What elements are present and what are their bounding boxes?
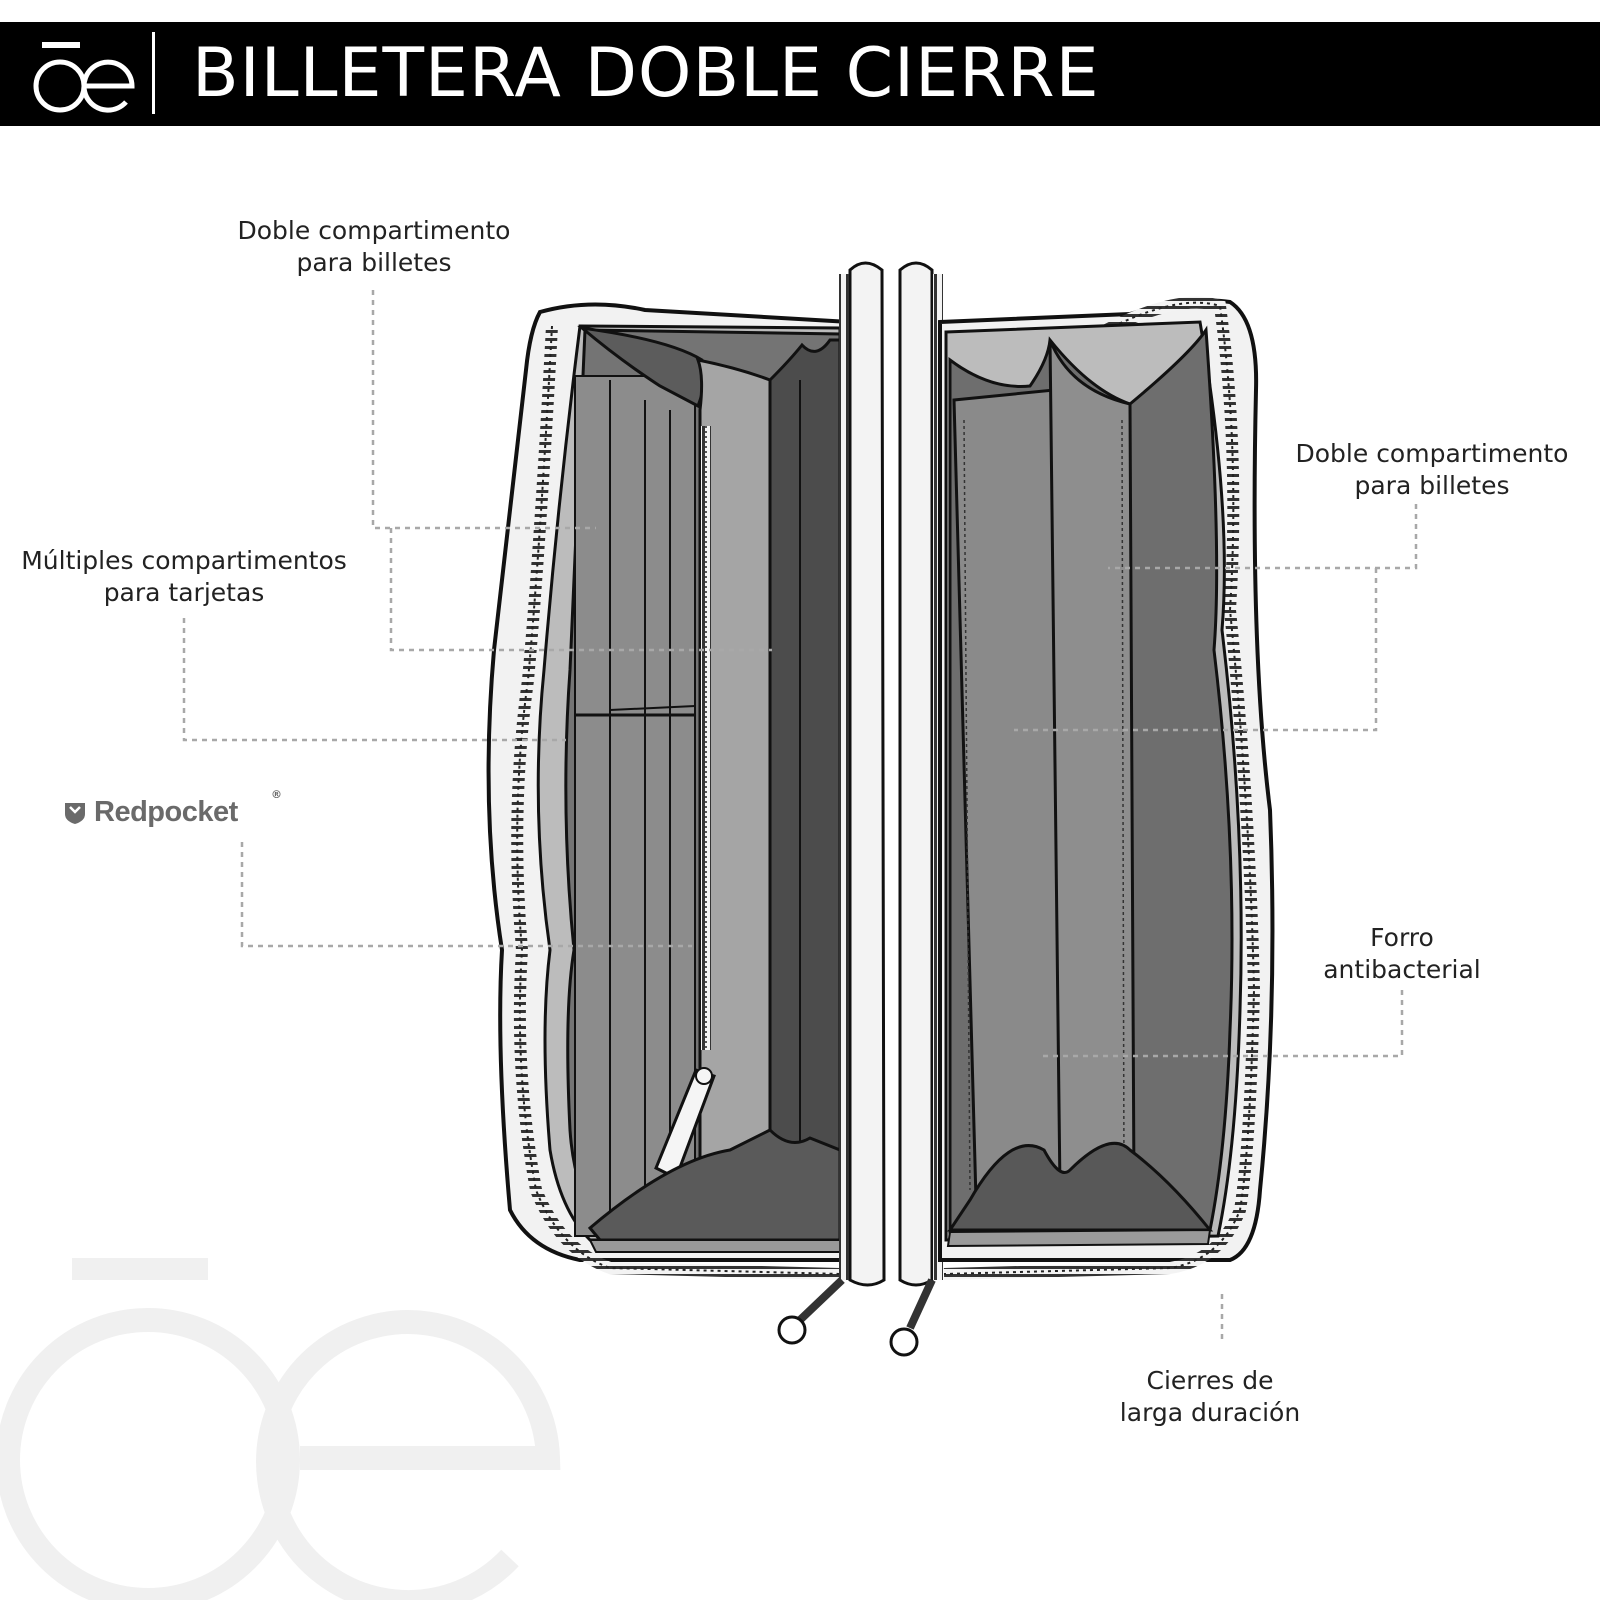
oe-watermark-logo bbox=[0, 1258, 561, 1600]
shield-icon bbox=[65, 803, 85, 824]
callout-zippers-line1: Cierres de bbox=[1146, 1366, 1274, 1395]
callout-cards-line2: para tarjetas bbox=[103, 578, 265, 607]
registered-mark: ® bbox=[271, 788, 282, 801]
page-title: BILLETERA DOBLE CIERRE bbox=[192, 34, 1100, 113]
callout-lining-line1: Forro bbox=[1370, 923, 1434, 952]
callout-bills-right: Doble compartimento para billetes bbox=[1284, 438, 1580, 502]
callout-bills-right-line2: para billetes bbox=[1354, 471, 1510, 500]
callout-lining-line2: antibacterial bbox=[1323, 955, 1481, 984]
header-divider bbox=[152, 32, 155, 114]
callout-bills-right-line1: Doble compartimento bbox=[1295, 439, 1569, 468]
callout-bills-left: Doble compartimento para billetes bbox=[226, 215, 522, 279]
callout-lining: Forro antibacterial bbox=[1312, 922, 1492, 986]
oe-logo bbox=[33, 42, 135, 113]
wallet-illustration bbox=[486, 261, 1275, 1357]
callout-cards-line1: Múltiples compartimentos bbox=[21, 546, 347, 575]
redpocket-logo: Redpocket ® bbox=[64, 788, 294, 834]
header-bar: BILLETERA DOBLE CIERRE bbox=[0, 22, 1600, 126]
callout-bills-left-line1: Doble compartimento bbox=[237, 216, 511, 245]
redpocket-wordmark: Redpocket bbox=[94, 796, 238, 828]
callout-cards: Múltiples compartimentos para tarjetas bbox=[12, 545, 356, 609]
callout-zippers: Cierres de larga duración bbox=[1100, 1365, 1320, 1429]
callout-zippers-line2: larga duración bbox=[1119, 1398, 1301, 1427]
callout-bills-left-line2: para billetes bbox=[296, 248, 452, 277]
